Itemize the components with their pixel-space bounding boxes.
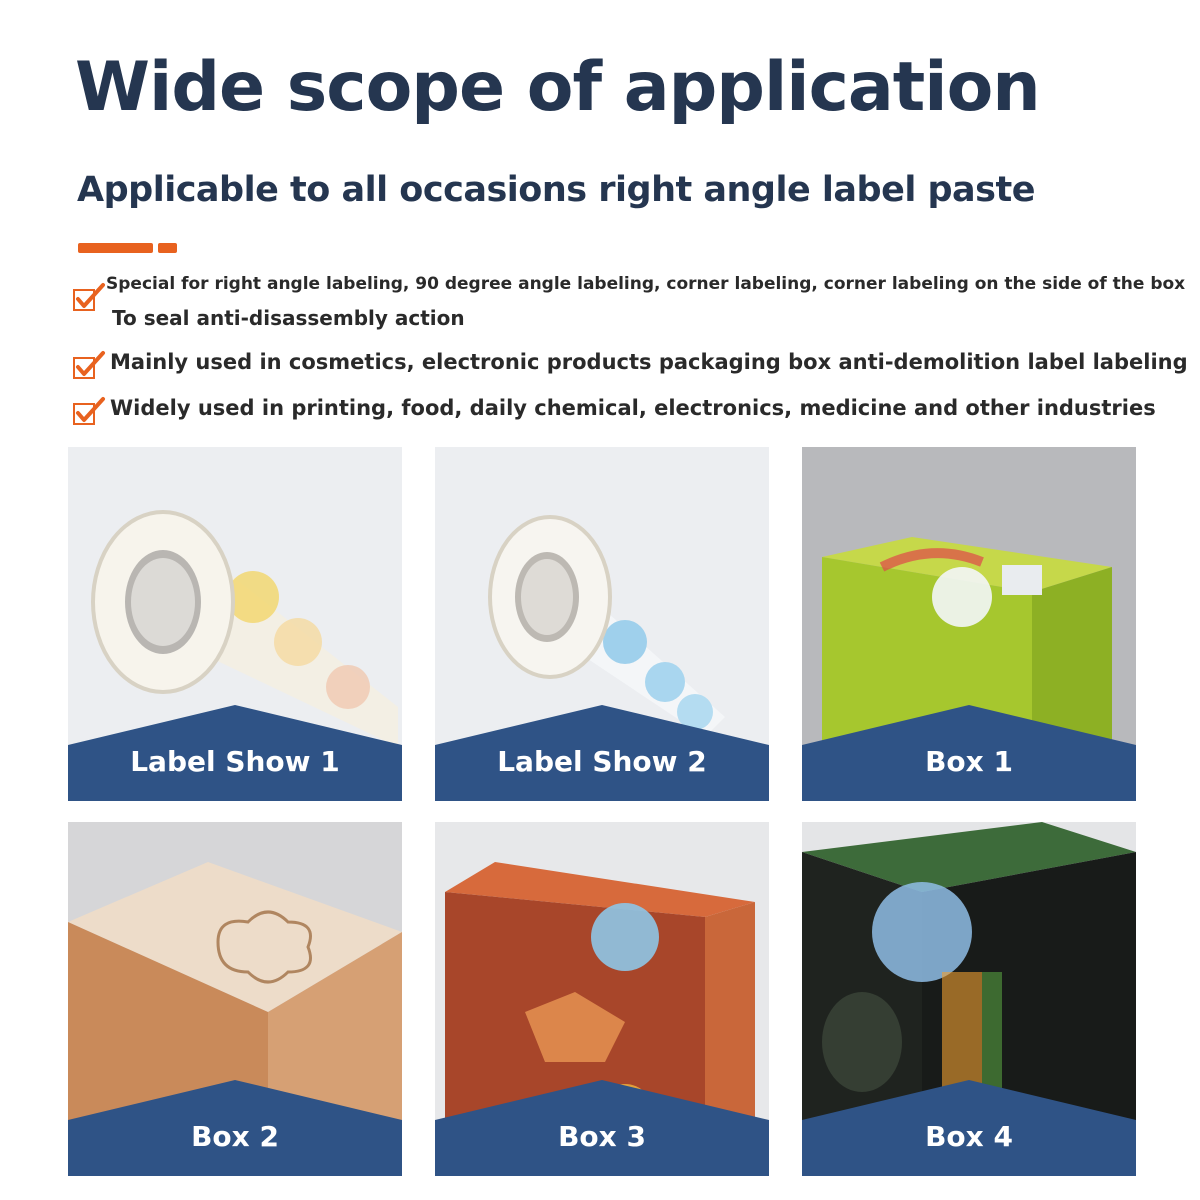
label-band: Box 4 <box>802 1080 1136 1176</box>
tile-label: Box 4 <box>925 1120 1013 1153</box>
feature-text: Special for right angle labeling, 90 deg… <box>106 274 1186 294</box>
label-band: Label Show 2 <box>435 705 769 801</box>
feature-text: Mainly used in cosmetics, electronic pro… <box>110 350 1188 374</box>
label-band: Label Show 1 <box>68 705 402 801</box>
tile-label: Label Show 1 <box>130 745 340 778</box>
gallery-tile-label-show-2: Label Show 2 <box>435 447 769 801</box>
checkbox-check-icon <box>73 283 105 311</box>
gallery-tile-box-1: Box 1 <box>802 447 1136 801</box>
page-title: Wide scope of application <box>75 48 1041 127</box>
gallery-tile-box-4: Box 4 <box>802 822 1136 1176</box>
tile-label: Box 3 <box>558 1120 646 1153</box>
accent-bar-long <box>78 243 153 253</box>
gallery-tile-label-show-1: Label Show 1 <box>68 447 402 801</box>
gallery-tile-box-3: Box 3 <box>435 822 769 1176</box>
gallery-tile-box-2: Box 2 <box>68 822 402 1176</box>
checkbox-check-icon <box>73 397 105 425</box>
label-band: Box 1 <box>802 705 1136 801</box>
checkbox-check-icon <box>73 351 105 379</box>
accent-bar-short <box>158 243 177 253</box>
label-band: Box 3 <box>435 1080 769 1176</box>
feature-text-line2: To seal anti-disassembly action <box>112 306 465 330</box>
page-subtitle: Applicable to all occasions right angle … <box>77 170 1035 210</box>
tile-label: Label Show 2 <box>497 745 707 778</box>
tile-label: Box 2 <box>191 1120 279 1153</box>
label-band: Box 2 <box>68 1080 402 1176</box>
feature-text: Widely used in printing, food, daily che… <box>110 396 1156 420</box>
tile-label: Box 1 <box>925 745 1013 778</box>
